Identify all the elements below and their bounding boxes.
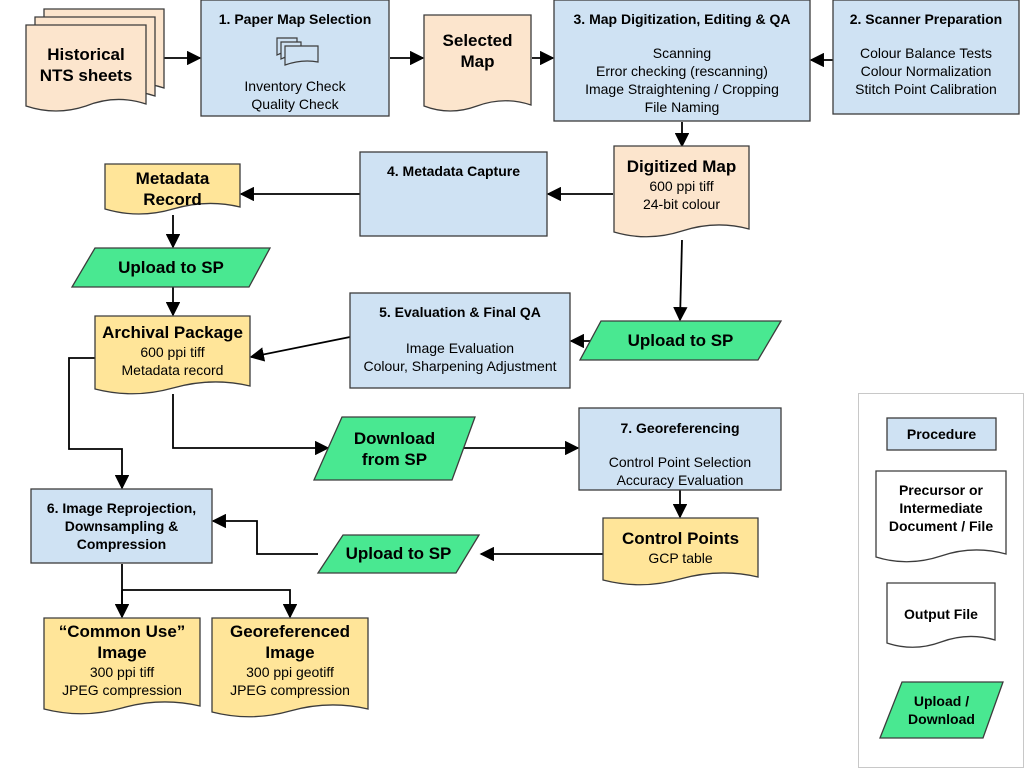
metadata-capture-title: 4. Metadata Capture [386,163,521,179]
archival-package-shape [94,315,251,395]
arrow-archival-to-reprojection [68,357,130,490]
arrow-archival-to-download [172,394,330,456]
upload-sp-1-shape [70,247,272,288]
arrow-reprojection-to-georefimage [122,589,298,619]
upload-sp-3-shape [316,534,481,574]
selected-map-shape [423,14,532,112]
common-use-image-shape [43,617,201,715]
archival-package: Archival Package 600 ppi tiff Metadata r… [102,323,243,378]
metadata-capture-box [359,151,548,237]
upload-sp-2-shape [578,320,783,361]
scanner-preparation-details: Colour Balance Tests Colour Normalizatio… [855,45,997,97]
upload-sp-2: Upload to SP [627,331,734,350]
legend-procedure-label: Procedure [906,426,977,442]
georeferencing-title: 7. Georeferencing [620,420,740,436]
georeferenced-image-shape [211,617,369,718]
arrow-digitized-to-upload2 [673,239,688,322]
documents-icon [276,37,319,66]
scanner-preparation-title: 2. Scanner Preparation [849,11,1003,27]
evaluation-title: 5. Evaluation & Final QA [379,304,541,320]
paper-map-selection-title: 1. Paper Map Selection [218,11,372,27]
map-digitization-title: 3. Map Digitization, Editing & QA [573,11,791,27]
scanner-preparation-box [832,0,1020,115]
download-sp-shape [312,416,476,481]
georeferencing-details: Control Point Selection Accuracy Evaluat… [608,454,752,488]
digitized-map: Digitized Map 600 ppi tiff 24-bit colour [626,157,737,212]
control-points: Control Points GCP table [621,529,740,566]
metadata-record-shape [104,163,241,215]
digitized-map-shape [613,145,750,238]
reprojection-title: 6. Image Reprojection, Downsampling & Co… [46,500,197,552]
evaluation-box [349,292,571,389]
common-use-image: “Common Use” Image 300 ppi tiff JPEG com… [58,622,186,698]
historical-nts-sheets: Historical NTS sheets [39,45,133,85]
georeferencing-box [578,407,782,491]
arrow-upload3-to-reprojection [211,513,318,555]
map-digitization-details: Scanning Error checking (rescanning) Ima… [585,45,779,115]
selected-map: Selected Map [442,31,513,71]
georeferenced-image: Georeferenced Image 300 ppi geotiff JPEG… [230,622,350,698]
legend-intermediate-label: Precursor or Intermediate Document / Fil… [888,482,994,534]
arrow-evaluation-to-archival [249,336,351,362]
legend-upload-label: Upload / Download [908,693,975,727]
paper-map-selection-details: Inventory Check Quality Check [244,78,346,112]
download-from-sp: Download from SP [353,429,436,469]
legend-output-label: Output File [904,606,978,622]
evaluation-details: Image Evaluation Colour, Sharpening Adju… [363,340,557,374]
connectors [68,50,833,619]
upload-sp-3: Upload to SP [345,544,452,563]
control-points-shape [602,517,759,586]
reprojection-box [30,488,213,564]
upload-sp-1: Upload to SP [118,258,224,277]
metadata-record: Metadata Record [135,169,210,209]
historical-nts-sheets-shape [25,8,165,112]
map-digitization-box [553,0,811,122]
